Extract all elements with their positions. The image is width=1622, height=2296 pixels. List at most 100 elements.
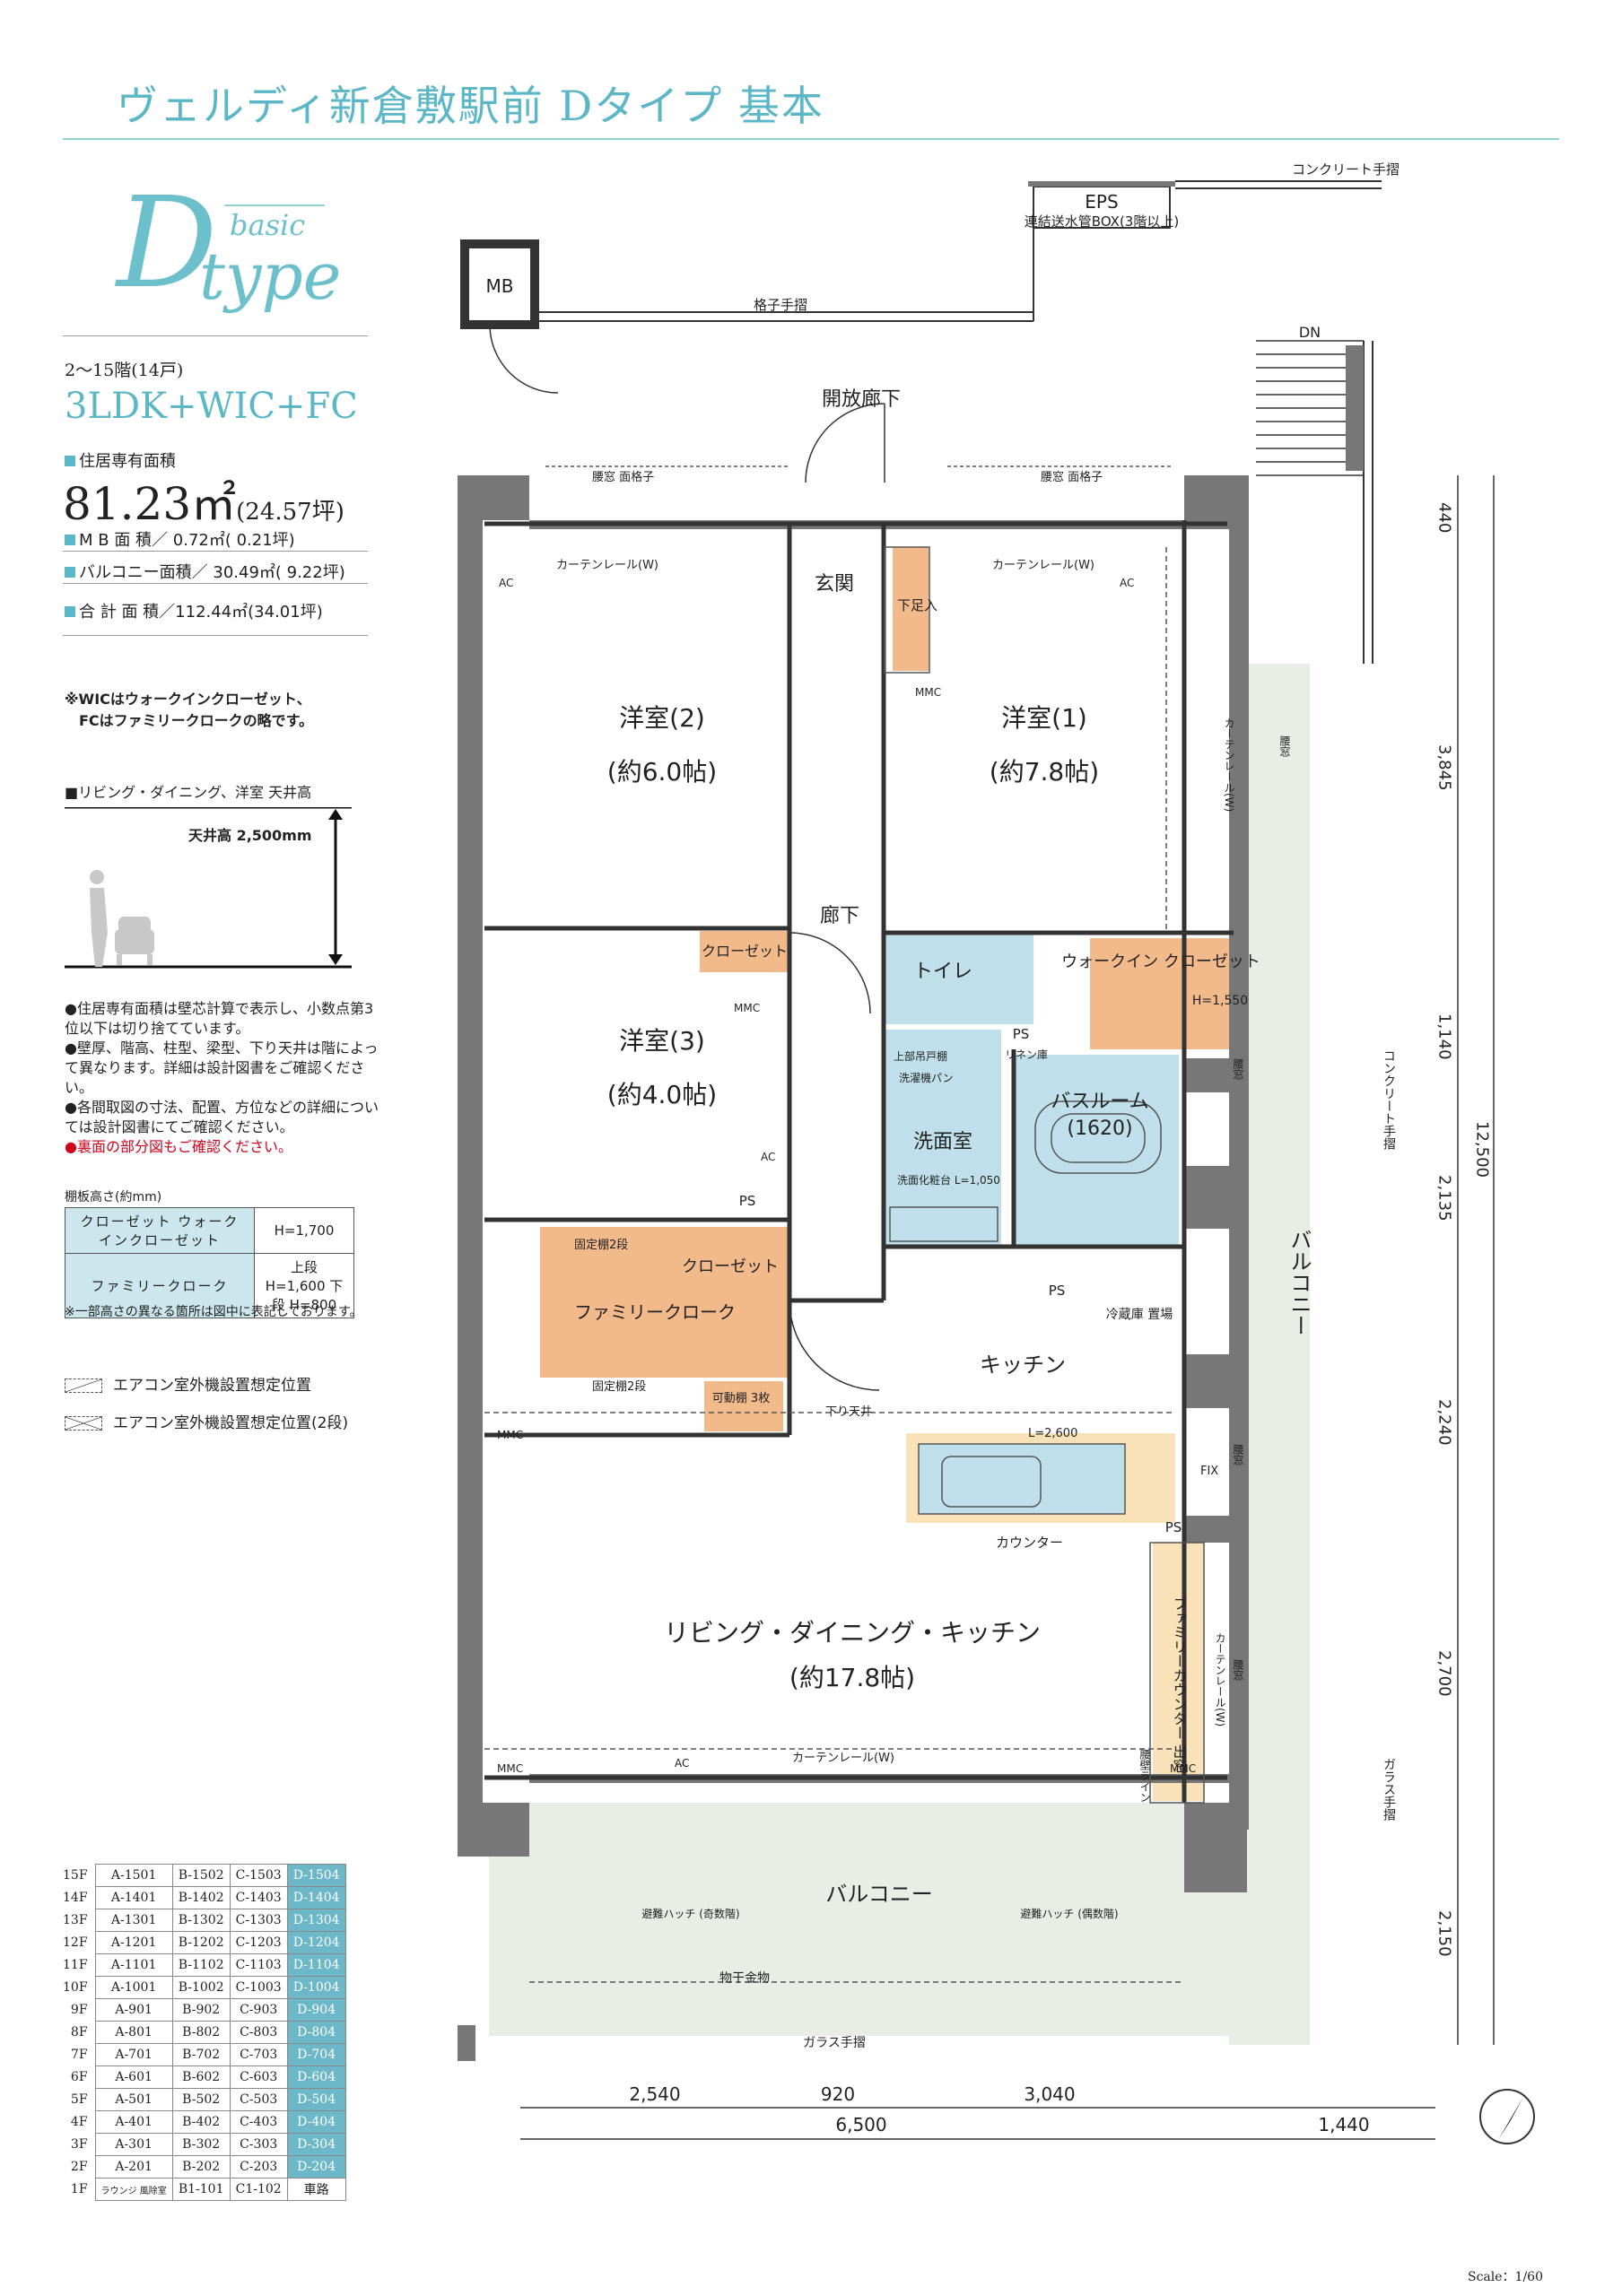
type-divider <box>224 204 325 206</box>
plan-label: FIX <box>1200 1465 1218 1478</box>
plan-label-vertical: 腰壁ライン <box>1138 1749 1151 1803</box>
plan-label: クローゼット <box>702 943 788 960</box>
unit-cell: B-902 <box>171 1998 231 2022</box>
plan-label: PS <box>739 1193 756 1209</box>
floor-cell: 11F <box>63 1958 88 1972</box>
family-counter <box>1153 1543 1205 1801</box>
unit-cell: D-904 <box>286 1998 346 2022</box>
plan-label: 連結送水管BOX(3階以上) <box>1025 213 1179 230</box>
details <box>484 465 1205 1983</box>
floor-cell: 4F <box>70 2115 88 2129</box>
unit-cell: D-804 <box>286 2021 346 2044</box>
type-word: type <box>199 239 342 314</box>
plan-label: リビング・ダイニング・キッチン <box>664 1618 1041 1648</box>
plan-label: MMC <box>1170 1762 1196 1775</box>
unit-cell: C-1503 <box>229 1864 288 1887</box>
plan-label: AC <box>675 1757 689 1770</box>
plan-label: MMC <box>497 1429 523 1441</box>
unit-cell: B1-101 <box>171 2178 231 2201</box>
plan-label: 開放廊下 <box>822 388 901 411</box>
plan-label: リネン庫 <box>1005 1048 1048 1061</box>
legend-ac1: エアコン室外機設置想定位置 <box>65 1372 311 1395</box>
unit-cell: B-1002 <box>171 1976 231 1999</box>
note-3: ●各間取図の寸法、配置、方位などの詳細については設計図書にてご確認ください。 <box>65 1099 379 1135</box>
plan-label: MB <box>486 275 514 297</box>
plan-label: (約6.0帖) <box>607 757 717 787</box>
closet-fc <box>671 1231 791 1284</box>
plan-label: トイレ <box>913 961 972 983</box>
dimension-label: 2,135 <box>1435 1175 1454 1222</box>
plan-label: 玄関 <box>815 573 854 596</box>
scale-note: Scale：1/60 <box>1468 2270 1543 2284</box>
unit-cell: D-1204 <box>286 1931 346 1954</box>
unit-cell: D-1104 <box>286 1953 346 1977</box>
unit-cell: A-801 <box>94 2021 173 2044</box>
plan-label-vertical: バルコニー <box>1286 1229 1312 1336</box>
unit-cell: 車路 <box>286 2178 346 2201</box>
floor-cell: 5F <box>70 2092 88 2107</box>
note-red: ●裏面の部分図もご確認ください。 <box>65 1138 292 1155</box>
shelf-name: クローゼット ウォークインクローゼット <box>65 1207 255 1254</box>
shoe-cabinet <box>893 547 929 671</box>
sink-area <box>919 1444 1125 1514</box>
plan-label: (約4.0帖) <box>607 1080 717 1109</box>
dimension-label: 3,040 <box>1024 2083 1075 2105</box>
floor-cell: 8F <box>70 2025 88 2039</box>
unit-cell: B-802 <box>171 2021 231 2044</box>
unit-cell: C-1003 <box>229 1976 288 1999</box>
floor-plan: コンクリート手摺EPS連結送水管BOX(3階以上)MB格子手摺DN開放廊下腰窓 … <box>458 161 1535 2144</box>
unit-cell: C-403 <box>229 2110 288 2134</box>
unit-cell: D-604 <box>286 2066 346 2089</box>
plan-label: 上部吊戸棚 <box>894 1049 947 1063</box>
plan-label: H=1,550 <box>1192 994 1248 1008</box>
unit-cell: D-704 <box>286 2043 346 2066</box>
shelf-table: クローゼット ウォークインクローゼット H=1,700 ファミリークローク 上段… <box>65 1207 354 1318</box>
total-area: 合 計 面 積／112.44㎡(34.01坪) <box>65 599 323 622</box>
dimension-label: 3,845 <box>1435 744 1454 791</box>
plan-label: 廊下 <box>820 905 859 927</box>
plan-label: 固定棚2段 <box>592 1380 646 1394</box>
dimension-label: 2,540 <box>629 2083 680 2105</box>
plan-label: コンクリート手摺 <box>1292 161 1400 178</box>
unit-cell: A-501 <box>94 2088 173 2111</box>
plan-type: 3LDK+WIC+FC <box>65 386 358 427</box>
unit-cell: D-404 <box>286 2110 346 2134</box>
dimension-label: 920 <box>821 2083 855 2105</box>
floor-cell: 10F <box>63 1980 88 1995</box>
plan-label: カーテンレール(W) <box>992 559 1094 572</box>
unit-cell: B-402 <box>171 2110 231 2134</box>
floor-cell: 3F <box>70 2137 88 2152</box>
plan-label: 洋室(3) <box>619 1026 705 1056</box>
closet-3 <box>700 931 788 972</box>
unit-cell: D-1404 <box>286 1886 346 1909</box>
plan-label-vertical: 腰窓 <box>1278 735 1291 757</box>
dimension-label: 2,700 <box>1435 1650 1454 1697</box>
plan-label: PS <box>1013 1026 1030 1042</box>
plan-label-vertical: 腰窓 <box>1232 1444 1244 1465</box>
abbrev-note-1: ※WICはウォークインクローゼット、 <box>65 691 311 708</box>
unit-cell: B-202 <box>171 2155 231 2179</box>
note-1: ●住居専有面積は壁芯計算で表示し、小数点第3位以下は切り捨てています。 <box>65 1000 374 1037</box>
floor-cell: 15F <box>63 1868 88 1883</box>
plan-label: カーテンレール(W) <box>556 559 658 572</box>
dimension-lines <box>520 475 1495 2140</box>
plan-label: 洗濯機パン <box>899 1071 954 1084</box>
plan-label: 格子手摺 <box>754 297 807 313</box>
floor-cell: 7F <box>70 2048 88 2062</box>
type-letter: D <box>117 170 218 317</box>
plan-label: 固定棚2段 <box>574 1239 628 1252</box>
mb-area: M B 面 積／ 0.72㎡( 0.21坪) <box>65 527 295 551</box>
unit-cell: A-601 <box>94 2066 173 2089</box>
plan-label: キッチン <box>980 1352 1066 1378</box>
unit-cell: D-204 <box>286 2155 346 2179</box>
plan-label: カウンター <box>996 1535 1063 1551</box>
